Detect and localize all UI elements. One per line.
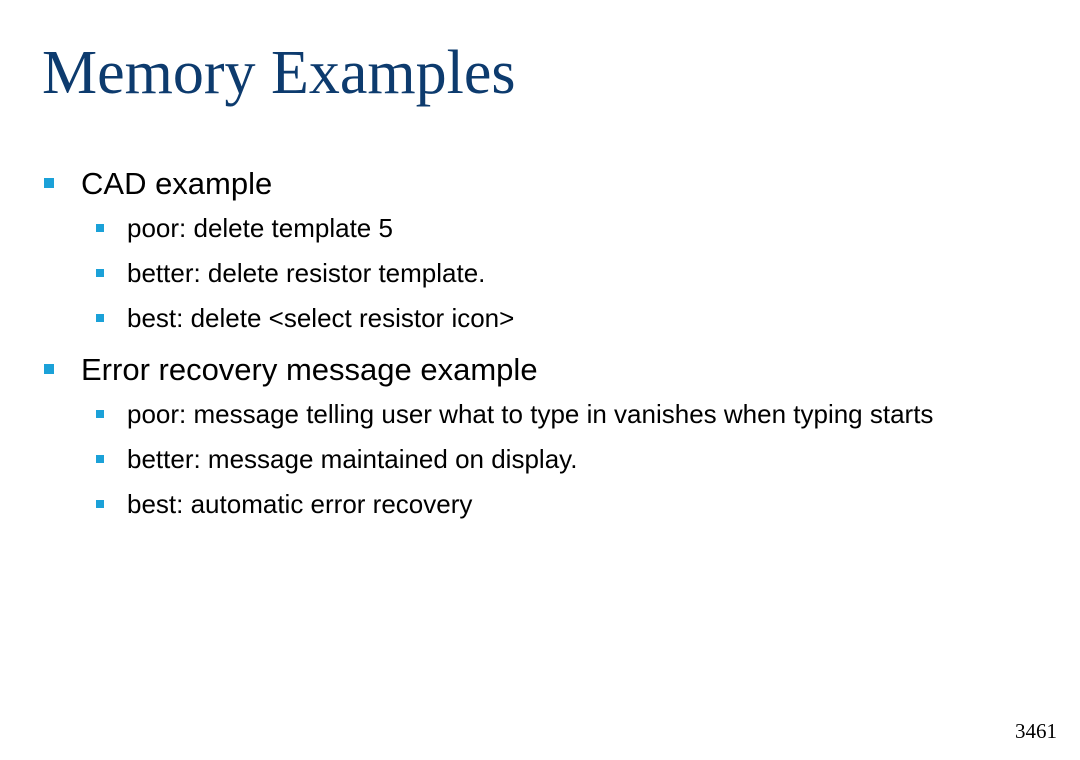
sub-bullet-text: poor: delete template 5 bbox=[127, 213, 393, 243]
bullet-error-recovery-example: Error recovery message example bbox=[0, 349, 1080, 390]
square-bullet-icon bbox=[96, 314, 104, 322]
sub-bullet: poor: message telling user what to type … bbox=[0, 396, 1007, 433]
slide-content: CAD example poor: delete template 5 bett… bbox=[0, 163, 1080, 531]
square-bullet-icon bbox=[96, 410, 104, 418]
bullet-cad-example: CAD example bbox=[0, 163, 1080, 204]
sub-bullet: best: delete <select resistor icon> bbox=[0, 300, 1007, 337]
square-bullet-icon bbox=[44, 178, 54, 188]
square-bullet-icon bbox=[96, 269, 104, 277]
sub-bullet: better: delete resistor template. bbox=[0, 255, 1007, 292]
square-bullet-icon bbox=[96, 455, 104, 463]
page-number: 3461 bbox=[1015, 719, 1057, 743]
sub-bullet-text: best: automatic error recovery bbox=[127, 489, 473, 519]
square-bullet-icon bbox=[96, 500, 104, 508]
sub-bullet-text: poor: message telling user what to type … bbox=[127, 399, 934, 429]
square-bullet-icon bbox=[96, 224, 104, 232]
sub-bullet-text: better: delete resistor template. bbox=[127, 258, 486, 288]
square-bullet-icon bbox=[44, 364, 54, 374]
sub-bullet: poor: delete template 5 bbox=[0, 210, 1007, 247]
sub-bullet: best: automatic error recovery bbox=[0, 486, 1007, 523]
sub-bullet: better: message maintained on display. bbox=[0, 441, 1007, 478]
sub-bullet-text: better: message maintained on display. bbox=[127, 444, 578, 474]
sub-bullet-text: best: delete <select resistor icon> bbox=[127, 303, 515, 333]
slide-title: Memory Examples bbox=[42, 39, 516, 107]
bullet-text: Error recovery message example bbox=[81, 352, 538, 387]
bullet-text: CAD example bbox=[81, 166, 273, 201]
